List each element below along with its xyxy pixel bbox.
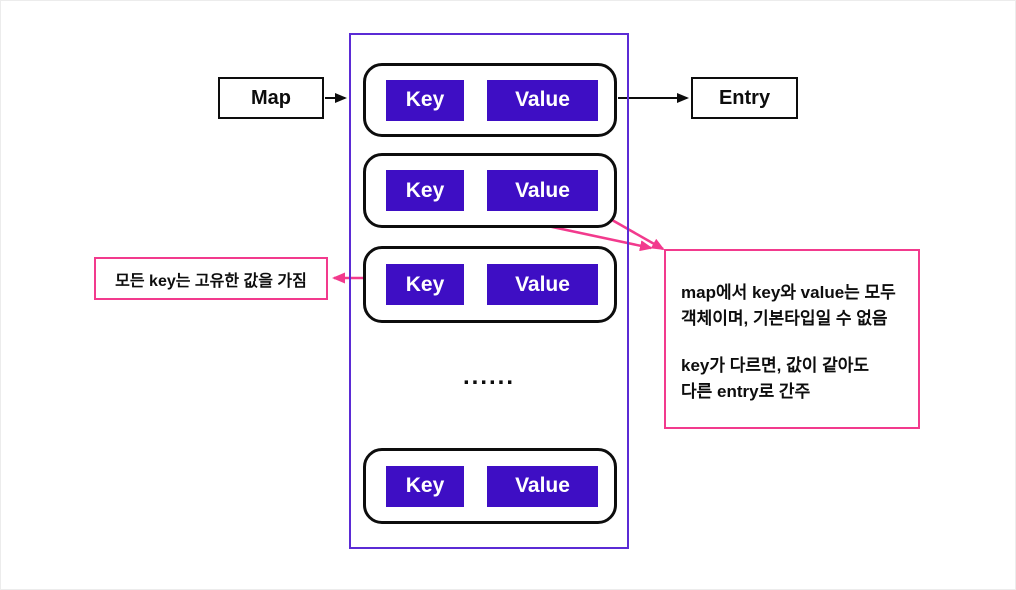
ellipsis-more-entries: ...... [462, 363, 515, 390]
map-bucket-container [349, 33, 629, 549]
type-note-paragraph-2: key가 다르면, 값이 같아도 다른 entry로 간주 [681, 353, 908, 405]
type-note-line-2: 객체이며, 기본타입일 수 없음 [681, 309, 888, 328]
key-box-4: Key [386, 465, 464, 507]
map-node: Map [218, 77, 324, 119]
entry-node: Entry [691, 77, 798, 119]
type-note-line-1: map에서 key와 value는 모두 [681, 283, 896, 302]
key-unique-note: 모든 key는 고유한 값을 가짐 [94, 257, 328, 300]
entry-row-4: Key Value [363, 448, 617, 524]
type-note-line-3: key가 다르면, 값이 같아도 [681, 356, 870, 375]
entry-row-2: Key Value [363, 153, 617, 228]
key-box-3: Key [386, 264, 464, 305]
entry-row-1: Key Value [363, 63, 617, 137]
value-box-2: Value [487, 170, 598, 211]
entry-row-3: Key Value [363, 246, 617, 323]
value-box-3: Value [487, 264, 598, 305]
key-box-2: Key [386, 170, 464, 211]
type-note-line-4: 다른 entry로 간주 [681, 382, 811, 401]
type-note: map에서 key와 value는 모두 객체이며, 기본타입일 수 없음 ke… [664, 249, 920, 429]
type-note-paragraph-1: map에서 key와 value는 모두 객체이며, 기본타입일 수 없음 [681, 280, 908, 332]
value-box-1: Value [487, 79, 598, 121]
value-box-4: Value [487, 465, 598, 507]
key-box-1: Key [386, 79, 464, 121]
